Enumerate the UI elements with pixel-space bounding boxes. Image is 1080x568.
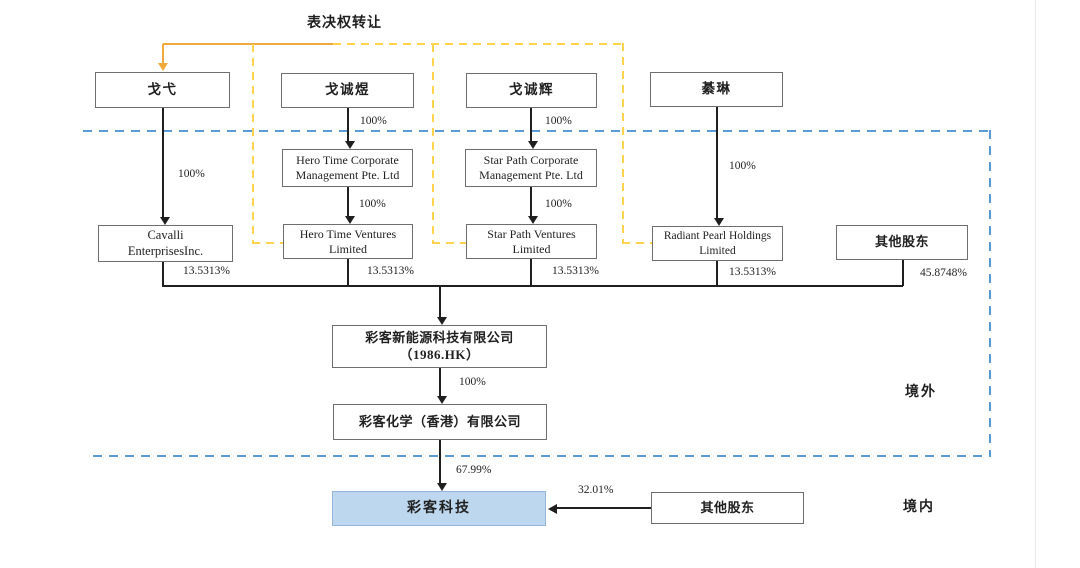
node-hero-time-ventures: Hero Time Ventures Limited xyxy=(283,224,413,259)
node-ge-chengyu: 戈诚煜 xyxy=(281,73,414,108)
node-caike-chemical-hongkong: 彩客化学（香港）有限公司 xyxy=(333,404,547,440)
pct-other-onshore-stake: 32.01% xyxy=(578,484,614,496)
pct-htv-stake: 13.5313% xyxy=(367,265,414,277)
arrow-hero-time-mgmt-to-ventures xyxy=(345,187,355,224)
voting-path-arrow-into-ge-yi xyxy=(158,44,168,71)
node-ge-chenghui: 戈诚辉 xyxy=(466,73,597,108)
node-caike-tech-highlighted: 彩客科技 xyxy=(332,491,546,526)
voting-path-top-dashed-line xyxy=(333,43,623,45)
offshore-zone-label: 境外 xyxy=(905,385,937,400)
arrow-ge-yi-to-cavalli xyxy=(160,107,170,225)
voting-path-connector-hero-time xyxy=(252,242,283,244)
pct-spv-stake: 13.5313% xyxy=(552,265,599,277)
line-hero-time-ventures-to-bus xyxy=(347,258,349,286)
voting-path-vertical-hero-time xyxy=(252,44,254,242)
arrow-other-shareholders-to-caike-tech xyxy=(548,504,651,514)
node-cavalli-enterprises: Cavalli EnterprisesInc. xyxy=(98,225,233,262)
pct-ge-chengyu-to-htcm: 100% xyxy=(360,115,387,127)
pct-ge-chenghui-to-spcm: 100% xyxy=(545,115,572,127)
node-radiant-pearl-holdings: Radiant Pearl Holdings Limited xyxy=(652,226,783,261)
offshore-boundary-top-line xyxy=(83,130,991,132)
line-star-path-ventures-to-bus xyxy=(530,258,532,286)
pct-spcm-to-spv: 100% xyxy=(545,198,572,210)
onshore-zone-label: 境内 xyxy=(903,500,935,515)
node-hero-time-corporate-management: Hero Time Corporate Management Pte. Ltd xyxy=(282,149,413,187)
node-caike-new-energy-1986hk: 彩客新能源科技有限公司 （1986.HK） xyxy=(332,325,547,368)
arrow-qi-lin-to-radiant-pearl xyxy=(714,107,724,226)
pct-cavalli-stake: 13.5313% xyxy=(183,265,230,277)
voting-path-connector-star-path xyxy=(432,242,466,244)
node-other-shareholders-offshore: 其他股东 xyxy=(836,225,968,260)
node-qi-lin: 綦琳 xyxy=(650,72,783,107)
pct-htcm-to-htv: 100% xyxy=(359,198,386,210)
voting-path-connector-radiant-pearl xyxy=(622,242,652,244)
voting-path-top-solid-line xyxy=(163,43,333,45)
offshore-boundary-bottom-line xyxy=(93,455,990,457)
arrow-caike-new-energy-to-hk xyxy=(437,368,447,404)
pct-qi-lin-to-radiant: 100% xyxy=(729,160,756,172)
pct-hk-to-caike-tech: 67.99% xyxy=(456,464,492,476)
voting-path-vertical-radiant-pearl xyxy=(622,43,624,242)
arrow-bus-to-caike-new-energy xyxy=(437,286,447,325)
pct-other-offshore-stake: 45.8748% xyxy=(920,267,967,279)
arrow-ge-chengyu-to-hero-time-mgmt xyxy=(345,108,355,149)
arrow-star-path-mgmt-to-ventures xyxy=(528,187,538,224)
arrow-hk-to-caike-tech xyxy=(437,440,447,491)
pct-radiant-stake: 13.5313% xyxy=(729,266,776,278)
voting-rights-transfer-label: 表决权转让 xyxy=(307,16,382,31)
arrow-ge-chenghui-to-star-path-mgmt xyxy=(528,108,538,149)
shareholders-bus-line xyxy=(162,285,903,287)
voting-path-vertical-star-path xyxy=(432,44,434,242)
node-ge-yi: 戈弋 xyxy=(95,72,230,108)
line-cavalli-to-bus xyxy=(162,262,164,286)
node-star-path-corporate-management: Star Path Corporate Management Pte. Ltd xyxy=(465,149,597,187)
offshore-boundary-right-line xyxy=(989,130,991,457)
pct-ge-yi-to-cavalli: 100% xyxy=(178,168,205,180)
page-edge-line xyxy=(1035,0,1036,568)
node-other-shareholders-onshore: 其他股东 xyxy=(651,492,804,524)
pct-cne-to-hk: 100% xyxy=(459,376,486,388)
node-star-path-ventures: Star Path Ventures Limited xyxy=(466,224,597,259)
line-radiant-pearl-to-bus xyxy=(716,260,718,286)
line-other-shareholders-to-bus xyxy=(902,260,904,286)
